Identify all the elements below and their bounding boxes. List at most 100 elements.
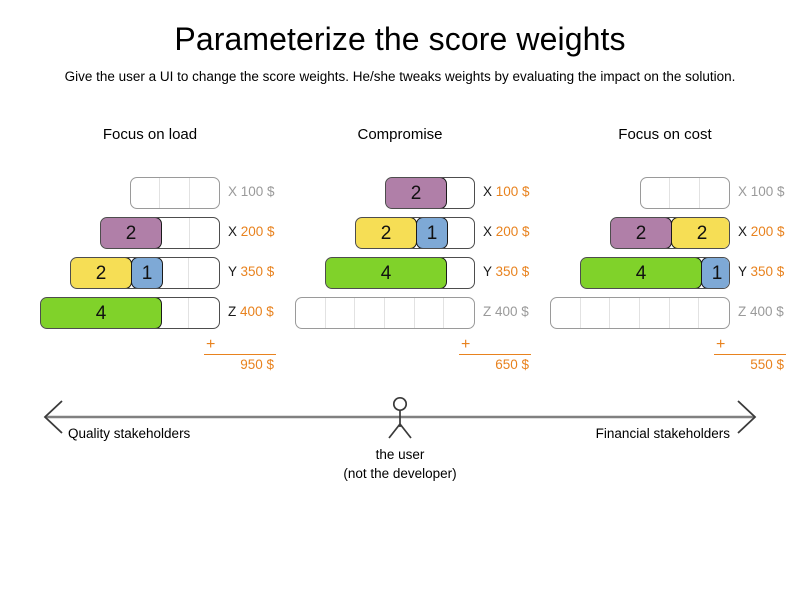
weight-row-label: Y 350 $ <box>228 263 274 281</box>
weight-row-label: Z 400 $ <box>483 303 529 321</box>
weight-row-price: 350 $ <box>240 264 275 279</box>
weight-track[interactable]: 4 <box>325 257 475 289</box>
track-cell <box>385 298 415 328</box>
scenario-title: Focus on load <box>102 126 198 143</box>
weight-segment-value: 2 <box>696 222 708 244</box>
weight-row: X 100 $ <box>530 173 800 213</box>
weight-track[interactable] <box>640 177 730 209</box>
weight-row-letter: X <box>738 184 748 199</box>
scenario-title: Focus on cost <box>618 126 712 143</box>
weight-row-letter: Y <box>483 264 492 279</box>
stakeholder-spectrum: Quality stakeholders Financial stakehold… <box>0 395 800 505</box>
weight-row-label: X 100 $ <box>738 183 785 201</box>
weight-segment-value: 1 <box>426 222 438 244</box>
weight-segment-value: 2 <box>410 182 422 204</box>
slide-subtitle: Give the user a UI to change the score w… <box>64 69 736 84</box>
weight-segment[interactable]: 1 <box>701 258 729 288</box>
weight-segments: 2 <box>101 218 162 248</box>
track-cell <box>190 178 219 208</box>
track-cell <box>445 178 474 208</box>
weight-row: 4 Y 350 $ <box>265 253 535 293</box>
weight-segment-value: 4 <box>380 262 392 284</box>
weight-segment-value: 2 <box>380 222 392 244</box>
weight-segment-value: 2 <box>95 262 107 284</box>
weight-segments: 4 <box>326 258 447 288</box>
track-cell <box>641 178 671 208</box>
sum-rule-divider <box>714 354 786 355</box>
weight-row-price: 200 $ <box>750 224 785 239</box>
sum-rule-divider <box>459 354 531 355</box>
track-cell <box>190 218 219 248</box>
weight-track[interactable] <box>550 297 730 329</box>
track-cell <box>444 258 474 288</box>
track-cells <box>296 298 474 328</box>
weight-segment[interactable]: 2 <box>386 178 447 208</box>
weight-segment[interactable]: 2 <box>671 218 729 248</box>
track-cell <box>160 178 190 208</box>
weight-row-letter: Z <box>483 304 492 319</box>
weight-segment[interactable]: 4 <box>326 258 447 288</box>
weight-segment[interactable]: 2 <box>356 218 417 248</box>
sum-rule-divider <box>204 354 276 355</box>
weight-row-letter: X <box>483 184 493 199</box>
weight-row-label: X 100 $ <box>483 183 530 201</box>
spectrum-right-label: Financial stakeholders <box>595 426 730 441</box>
weight-segment[interactable]: 2 <box>71 258 132 288</box>
user-caption-line1: the user <box>375 447 425 462</box>
sum-plus-symbol: + <box>716 336 726 353</box>
scenario-total: +650 $ <box>459 337 531 373</box>
track-cell <box>296 298 326 328</box>
weight-row: Z 400 $ <box>265 293 535 333</box>
weight-segment[interactable]: 1 <box>416 218 448 248</box>
weight-segment-value: 2 <box>635 222 647 244</box>
weight-track[interactable]: 2 <box>385 177 475 209</box>
weight-track[interactable]: 2 <box>100 217 220 249</box>
track-cell <box>699 298 729 328</box>
weight-segment[interactable]: 2 <box>611 218 672 248</box>
stick-figure-icon <box>388 396 412 439</box>
weight-segment[interactable]: 2 <box>101 218 162 248</box>
weight-row-price: 400 $ <box>750 304 784 319</box>
track-cell <box>551 298 581 328</box>
sum-plus-symbol: + <box>206 336 216 353</box>
weight-row-label: Y 350 $ <box>738 263 784 281</box>
weight-row: 2 X 100 $ <box>265 173 535 213</box>
weight-segment-value: 2 <box>125 222 137 244</box>
track-cell <box>610 298 641 328</box>
weight-row-letter: X <box>738 224 748 239</box>
weight-row-label: X 100 $ <box>228 183 275 201</box>
weight-row-price: 400 $ <box>240 304 274 319</box>
weight-segments: 2 <box>386 178 447 208</box>
weight-row-price: 200 $ <box>240 224 275 239</box>
weight-segment[interactable]: 4 <box>41 298 162 328</box>
weight-row-label: X 200 $ <box>228 223 275 241</box>
track-cell <box>160 298 190 328</box>
weight-row: X 100 $ <box>10 173 290 213</box>
weight-track[interactable] <box>130 177 220 209</box>
track-cell <box>326 298 356 328</box>
weight-row-price: 400 $ <box>495 304 529 319</box>
weight-row-letter: X <box>228 224 238 239</box>
weight-row-price: 350 $ <box>495 264 530 279</box>
weight-segment[interactable]: 4 <box>581 258 702 288</box>
weight-segment[interactable]: 1 <box>131 258 163 288</box>
track-cell <box>444 298 474 328</box>
weight-segment-value: 1 <box>141 262 153 284</box>
weight-segment-value: 4 <box>95 302 107 324</box>
track-cells <box>641 178 729 208</box>
track-cell <box>415 298 445 328</box>
scenario-total-value: 950 $ <box>240 357 274 372</box>
weight-row-label: Z 400 $ <box>738 303 784 321</box>
weight-track[interactable]: 4 <box>40 297 220 329</box>
weight-track[interactable] <box>295 297 475 329</box>
